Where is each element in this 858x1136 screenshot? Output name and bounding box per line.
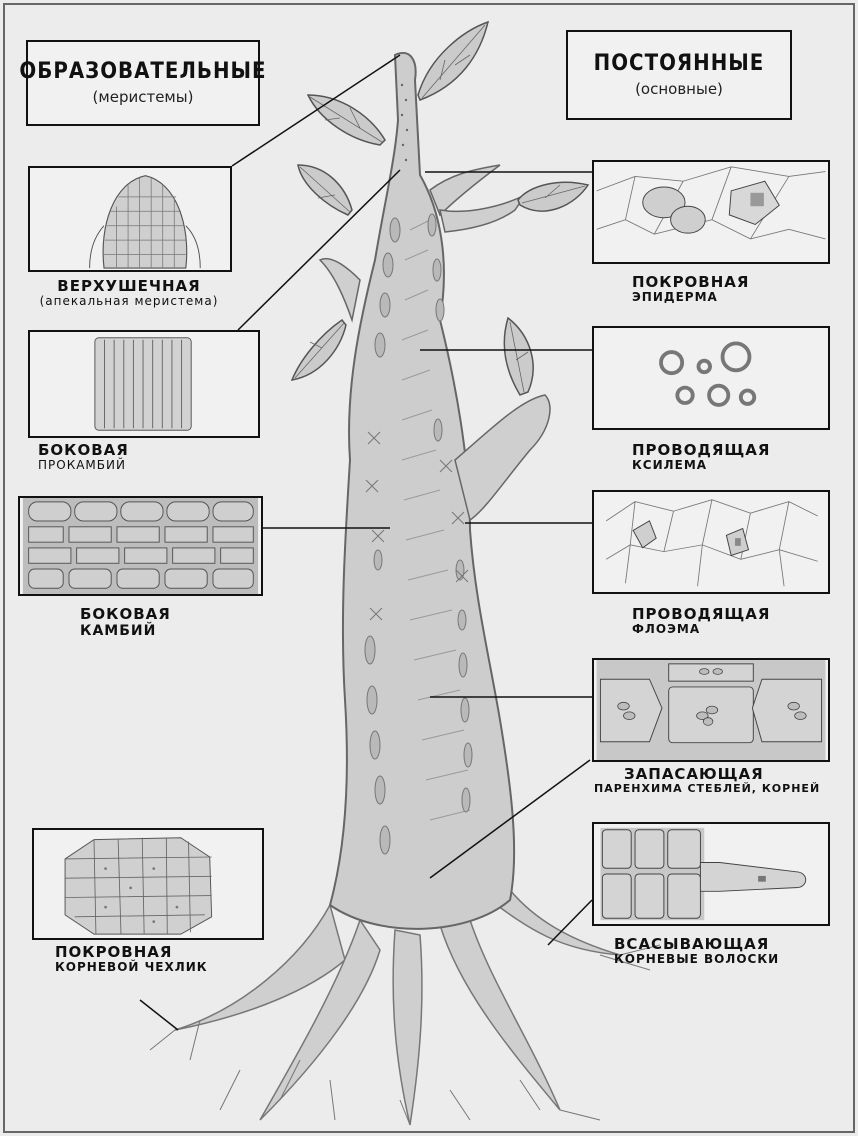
label-procambium: БОКОВАЯ ПРОКАМБИЙ (38, 442, 238, 473)
phloem-illustration (592, 490, 830, 594)
label-apical: ВЕРХУШЕЧНАЯ (апекальная меристема) (14, 278, 244, 309)
leaf (292, 320, 346, 380)
label-apical-name: ВЕРХУШЕЧНАЯ (14, 278, 244, 295)
apical-meristem-illustration (28, 166, 232, 272)
xylem-illustration (592, 326, 830, 430)
label-rootcap: ПОКРОВНАЯ КОРНЕВОЙ ЧЕХЛИК (55, 944, 255, 975)
procambium-illustration (28, 330, 260, 438)
label-xylem: ПРОВОДЯЩАЯ КСИЛЕМА (632, 442, 832, 473)
label-epidermis: ПОКРОВНАЯ ЭПИДЕРМА (632, 274, 832, 305)
label-rootcap-name: ПОКРОВНАЯ (55, 944, 255, 961)
header-permanent-subtitle: (основные) (635, 80, 723, 98)
phloem-cells (594, 492, 828, 592)
cambium-cells (20, 498, 261, 594)
label-parenchyma-detail: ПАРЕНХИМА СТЕБЛЕЙ, КОРНЕЙ (594, 783, 844, 796)
label-root-hairs: ВСАСЫВАЮЩАЯ КОРНЕВЫЕ ВОЛОСКИ (614, 936, 834, 967)
header-permanent-title: ПОСТОЯННЫЕ (594, 52, 765, 76)
rootcap-illustration (32, 828, 264, 940)
epidermis-illustration (592, 160, 830, 264)
label-root-hairs-detail: КОРНЕВЫЕ ВОЛОСКИ (614, 953, 834, 967)
label-phloem-name: ПРОВОДЯЩАЯ (632, 606, 832, 623)
parenchyma-cells (594, 660, 828, 760)
label-parenchyma: ЗАПАСАЮЩАЯ ПАРЕНХИМА СТЕБЛЕЙ, КОРНЕЙ (594, 766, 844, 796)
label-cambium: БОКОВАЯ КАМБИЙ (80, 606, 240, 639)
label-phloem: ПРОВОДЯЩАЯ ФЛОЭМА (632, 606, 832, 637)
label-xylem-detail: КСИЛЕМА (632, 459, 832, 473)
root-hairs-illustration (592, 822, 830, 926)
procambium-cells (30, 332, 258, 436)
label-cambium-detail: КАМБИЙ (80, 623, 240, 639)
header-meristems-box: ОБРАЗОВАТЕЛЬНЫЕ (меристемы) (26, 40, 260, 126)
label-root-hairs-name: ВСАСЫВАЮЩАЯ (614, 936, 834, 953)
header-permanent-box: ПОСТОЯННЫЕ (основные) (566, 30, 792, 120)
label-parenchyma-name: ЗАПАСАЮЩАЯ (594, 766, 844, 783)
label-rootcap-detail: КОРНЕВОЙ ЧЕХЛИК (55, 961, 255, 975)
connector-rootcap (140, 1000, 178, 1030)
label-xylem-name: ПРОВОДЯЩАЯ (632, 442, 832, 459)
parenchyma-illustration (592, 658, 830, 762)
header-meristems-subtitle: (меристемы) (93, 88, 194, 106)
cambium-illustration (18, 496, 263, 596)
epidermis-cells (594, 162, 828, 262)
apical-meristem-cells (30, 168, 230, 270)
leaf (518, 182, 588, 211)
header-meristems-title: ОБРАЗОВАТЕЛЬНЫЕ (19, 60, 266, 84)
label-apical-detail: (апекальная меристема) (14, 295, 244, 309)
leaf (504, 318, 533, 395)
root-hair-cells (594, 824, 828, 924)
label-cambium-name: БОКОВАЯ (80, 606, 240, 623)
label-procambium-name: БОКОВАЯ (38, 442, 238, 459)
label-epidermis-name: ПОКРОВНАЯ (632, 274, 832, 291)
rootcap-cells (34, 830, 262, 938)
label-procambium-detail: ПРОКАМБИЙ (38, 459, 238, 473)
label-phloem-detail: ФЛОЭМА (632, 623, 832, 637)
xylem-vessels (594, 328, 828, 428)
label-epidermis-detail: ЭПИДЕРМА (632, 291, 832, 305)
